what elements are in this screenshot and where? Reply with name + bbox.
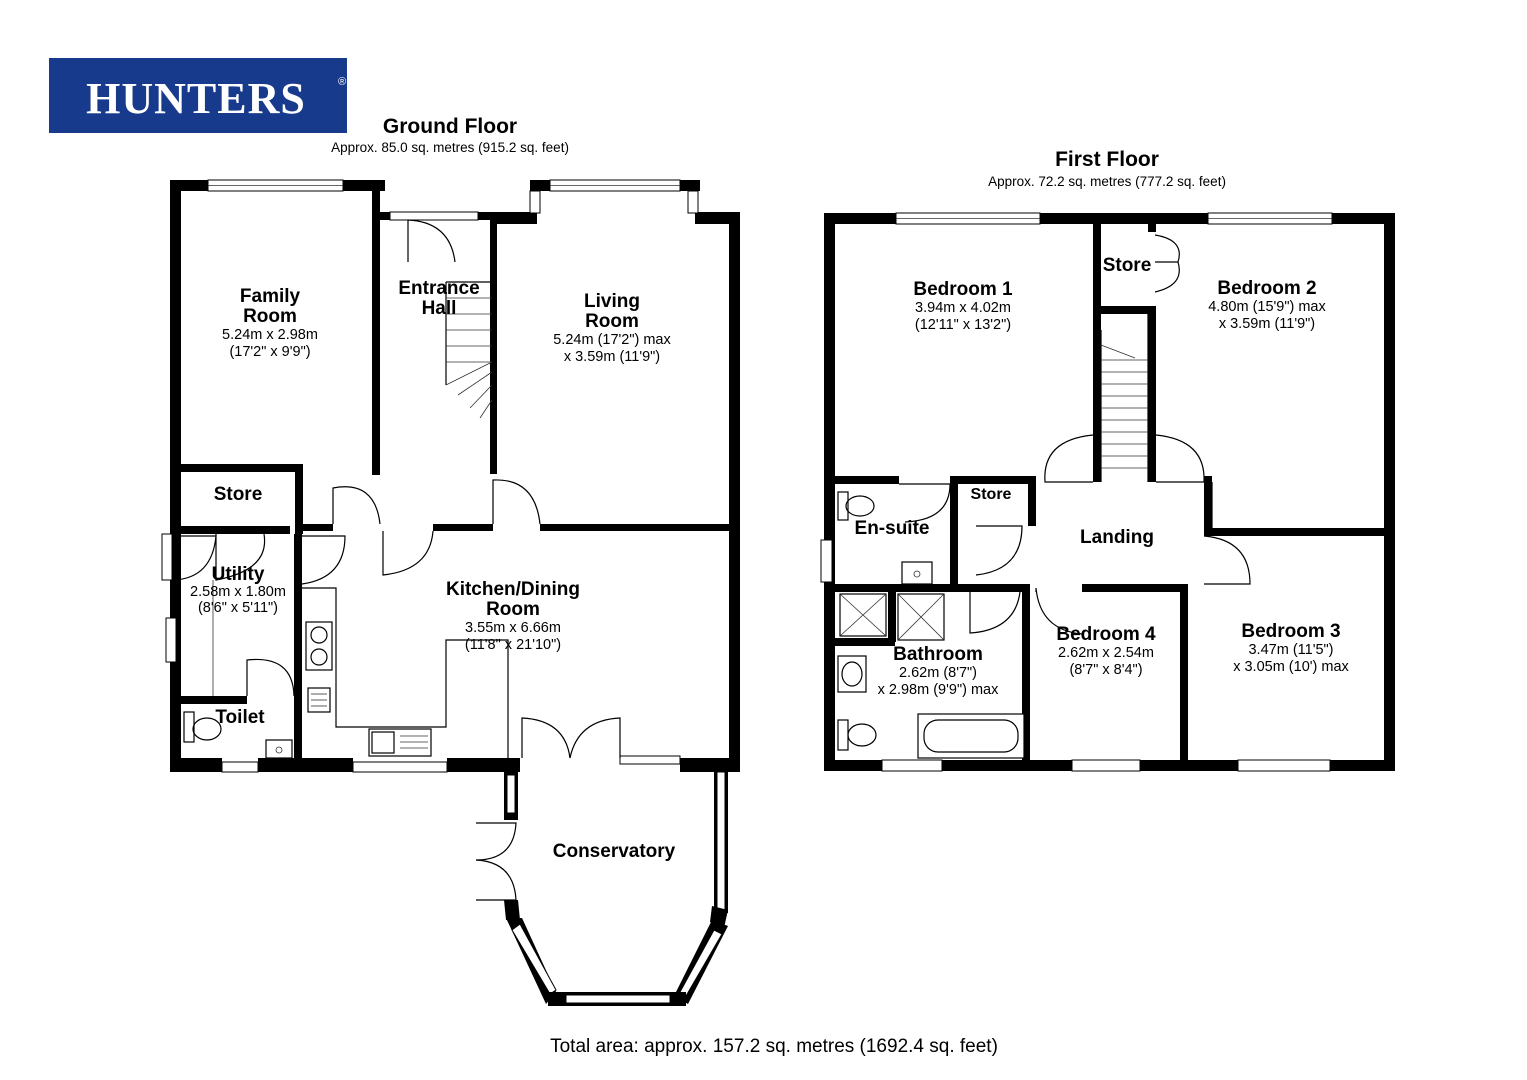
room-name: Bedroom 2 (1217, 278, 1316, 299)
hunters-logo: HUNTERS ® (49, 58, 347, 133)
total-area: Total area: approx. 157.2 sq. metres (16… (550, 1036, 998, 1057)
room-dims: x 3.59m (11'9") (1219, 316, 1315, 332)
first-floor-walls (824, 213, 1395, 771)
room-name: Hall (422, 298, 457, 319)
room-dims: 3.55m x 6.66m (465, 620, 561, 636)
room-dims: (17'2" x 9'9") (229, 344, 310, 360)
room-name: Bedroom 3 (1241, 621, 1340, 642)
room-dims: x 3.05m (10') max (1233, 659, 1349, 675)
room-name: En-suite (855, 518, 930, 539)
room-name: Room (486, 599, 540, 620)
room-dims: 3.47m (11'5") (1248, 642, 1333, 658)
room-name: Family (240, 286, 301, 307)
room-dims: 5.24m x 2.98m (222, 327, 318, 343)
ground-floor-area: Approx. 85.0 sq. metres (915.2 sq. feet) (331, 140, 569, 155)
first-floor-labels: Bedroom 1 3.94m x 4.02m (12'11" x 13'2")… (855, 255, 1350, 698)
room-dims: 5.24m (17'2") max (553, 332, 671, 348)
room-dims: 3.94m x 4.02m (915, 300, 1011, 316)
room-name: Room (243, 306, 297, 327)
room-dims: (8'6" x 5'11") (198, 600, 278, 616)
toilet-fittings (183, 711, 293, 759)
room-name: Store (214, 484, 263, 505)
room-dims: 4.80m (15'9") max (1208, 299, 1326, 315)
room-name: Conservatory (553, 841, 676, 862)
room-name: Toilet (215, 707, 265, 728)
kitchen-fittings (302, 587, 509, 758)
room-dims: 2.62m x 2.54m (1058, 645, 1154, 661)
logo-text: HUNTERS (86, 74, 306, 123)
room-name: Bedroom 1 (913, 279, 1013, 300)
room-name: Store (971, 486, 1012, 503)
ground-floor-doors (173, 219, 621, 901)
room-name: Utility (212, 564, 265, 585)
room-dims: (8'7" x 8'4") (1069, 662, 1142, 678)
logo-background (49, 58, 347, 133)
room-name: Living (584, 291, 640, 312)
first-floor-title: First Floor (1055, 148, 1159, 171)
ground-floor-walls (170, 180, 740, 772)
first-floor-area: Approx. 72.2 sq. metres (777.2 sq. feet) (988, 174, 1226, 189)
room-name: Entrance (398, 278, 479, 299)
first-floor-doors (899, 234, 1251, 635)
conservatory-walls (504, 768, 728, 1006)
room-name: Landing (1080, 527, 1154, 548)
room-dims: (12'11" x 13'2") (915, 317, 1011, 333)
room-dims: 2.62m (8'7") (899, 665, 977, 681)
bathroom-fittings (837, 491, 1025, 759)
ground-floor-windows (161, 179, 699, 773)
room-name: Bathroom (893, 644, 983, 665)
registered-mark: ® (338, 76, 346, 88)
ground-floor-stairs (445, 281, 493, 419)
room-dims: x 2.98m (9'9") max (878, 682, 999, 698)
first-floor-windows (820, 212, 1333, 772)
room-dims: (11'8" x 21'10") (465, 637, 561, 653)
ground-floor-labels: Family Room 5.24m x 2.98m (17'2" x 9'9")… (190, 278, 676, 862)
room-name: Room (585, 311, 639, 332)
room-name: Store (1103, 255, 1152, 276)
ground-floor-title: Ground Floor (383, 115, 517, 138)
room-dims: x 3.59m (11'9") (564, 349, 660, 365)
room-name: Kitchen/Dining (446, 579, 580, 600)
room-name: Bedroom 4 (1056, 624, 1156, 645)
first-floor-stairs (1100, 314, 1149, 482)
room-dims: 2.58m x 1.80m (190, 584, 286, 600)
